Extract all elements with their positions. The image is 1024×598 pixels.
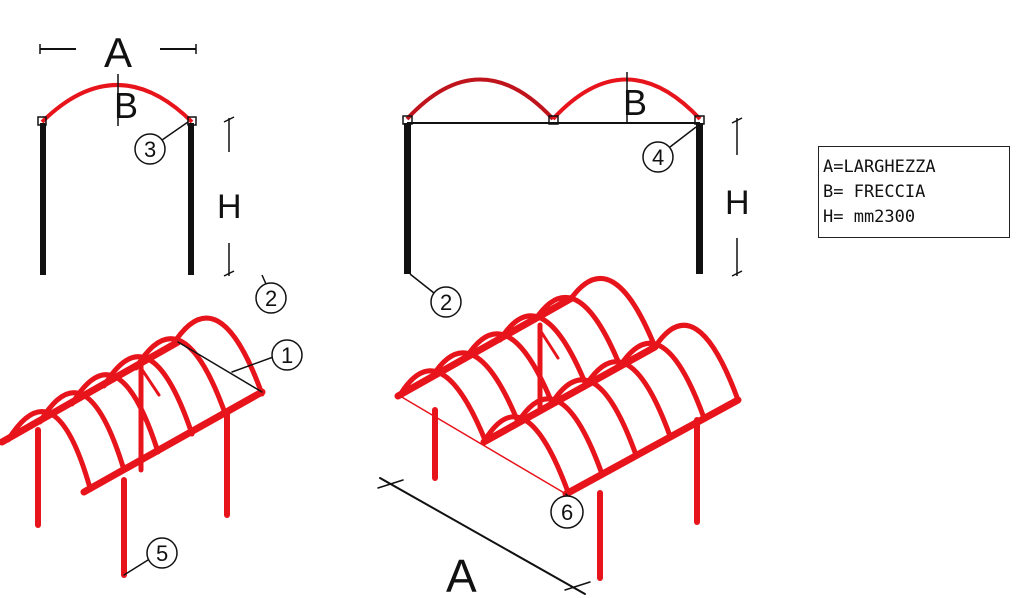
double-span-isometric: A 6 bbox=[377, 276, 742, 598]
iso2-back-arch-5 bbox=[532, 294, 623, 369]
double-span-elevation: B H 4 2 bbox=[402, 72, 750, 318]
callout-3: 3 bbox=[144, 137, 156, 162]
legend-line-width: A=LARGHEZZA bbox=[823, 157, 936, 177]
single-span-elevation: A B H 3 2 bbox=[37, 29, 287, 314]
iso1-beam-front bbox=[80, 388, 266, 496]
iso2-front-arch-3 bbox=[549, 377, 639, 458]
single-arch bbox=[40, 83, 194, 124]
legend-line-height: H= mm2300 bbox=[823, 207, 916, 227]
iso2-front-arch-5 bbox=[617, 340, 707, 421]
iso2-back-arch-2 bbox=[429, 350, 521, 425]
callout-3-circle bbox=[134, 133, 166, 165]
legend-box: A=LARGHEZZA B= FRECCIA H= mm2300 bbox=[818, 146, 1010, 238]
iso1-arch-1 bbox=[5, 409, 93, 491]
height-label-h: H bbox=[217, 188, 242, 226]
iso2-front-arch-2 bbox=[515, 396, 605, 477]
callout-1: 1 bbox=[281, 343, 293, 368]
iso2-beam-middle bbox=[480, 343, 659, 446]
callout-2b-circle bbox=[430, 286, 462, 318]
iso2-width-label-a: A bbox=[446, 550, 477, 598]
callout-2a-circle bbox=[255, 282, 287, 314]
single-span-isometric: 1 5 bbox=[0, 315, 303, 578]
iso1-arch-5 bbox=[133, 336, 229, 419]
iso1-arch-6 bbox=[169, 315, 265, 397]
iso1-beam-back bbox=[0, 338, 182, 446]
iso2-back-arch-4 bbox=[497, 313, 589, 388]
iso2-beam-front bbox=[562, 396, 742, 498]
right-column bbox=[188, 123, 194, 275]
callout-6-circle bbox=[550, 495, 584, 529]
iso2-back-arch-1 bbox=[397, 368, 488, 443]
height-label-h-2: H bbox=[725, 184, 750, 222]
left-column bbox=[40, 123, 46, 275]
callout-6: 6 bbox=[561, 500, 573, 525]
iso2-back-arch-6 bbox=[567, 276, 658, 350]
callout-5: 5 bbox=[156, 541, 168, 566]
callout-4: 4 bbox=[652, 145, 664, 170]
callout-4-circle bbox=[642, 141, 674, 173]
iso2-width-dim-line bbox=[379, 477, 586, 595]
callout-2b: 2 bbox=[440, 290, 452, 315]
right-column-2 bbox=[696, 123, 703, 274]
rise-label-b-2: B bbox=[623, 82, 647, 123]
rise-label-b: B bbox=[114, 85, 138, 126]
left-column-2 bbox=[404, 123, 411, 274]
callout-1-circle bbox=[271, 339, 303, 371]
iso2-front-arch-6 bbox=[652, 322, 741, 403]
width-label-a: A bbox=[104, 29, 132, 76]
double-arch-left bbox=[405, 77, 555, 121]
iso2-front-arch-4 bbox=[583, 359, 673, 439]
iso2-beam-back bbox=[394, 294, 576, 400]
callout-5-circle bbox=[146, 537, 178, 569]
callout-2a: 2 bbox=[265, 286, 277, 311]
legend-line-rise: B= FRECCIA bbox=[823, 182, 926, 202]
